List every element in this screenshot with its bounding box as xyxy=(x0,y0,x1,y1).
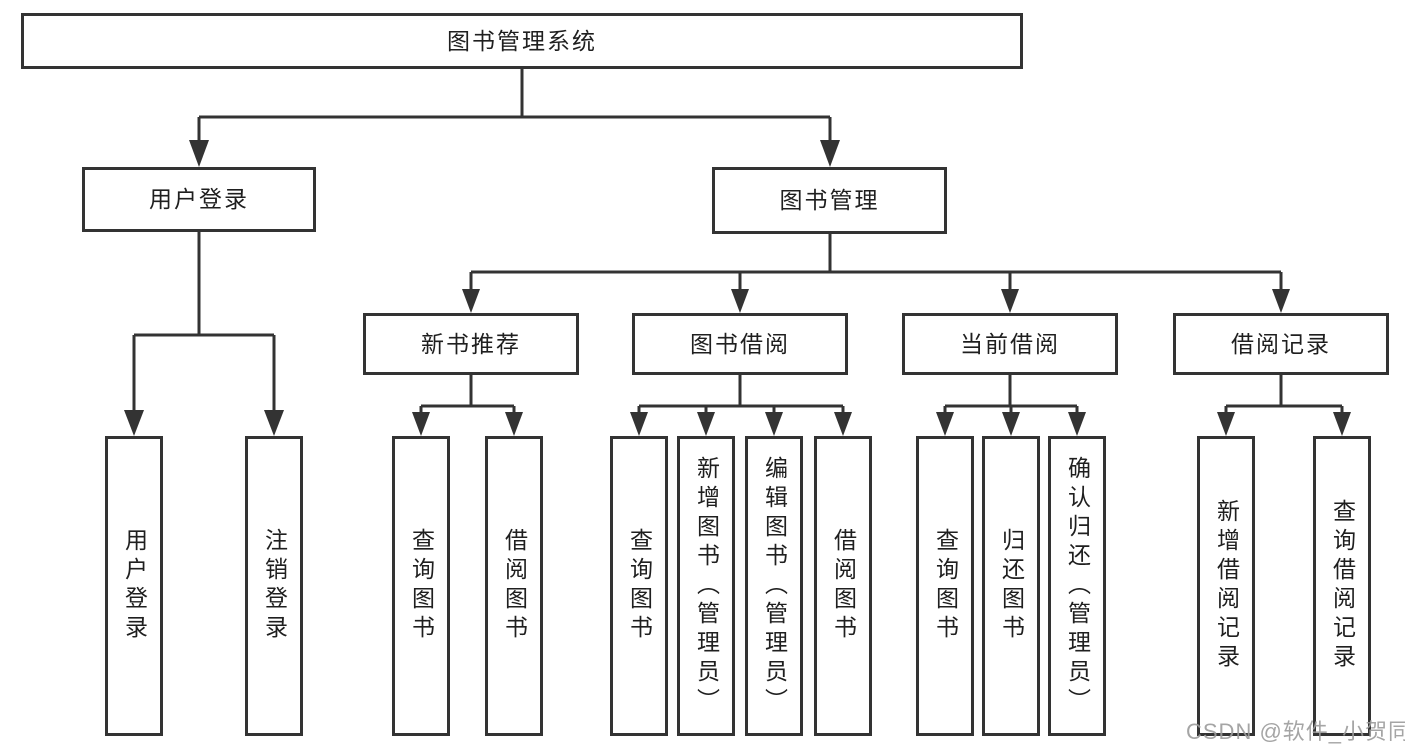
arrowhead xyxy=(189,140,209,167)
node-rec-query-books: 查询图书 xyxy=(392,436,450,736)
node-user-login: 用户登录 xyxy=(105,436,163,736)
node-new-book-recommendation: 新书推荐 xyxy=(363,313,579,375)
arrowhead xyxy=(124,410,144,436)
node-book-borrowing: 图书借阅 xyxy=(632,313,848,375)
connector-current-children xyxy=(943,375,1079,414)
connector-records-children xyxy=(1224,375,1344,414)
arrowhead xyxy=(1272,289,1290,313)
arrowhead xyxy=(505,412,523,436)
connector-login-children xyxy=(132,232,276,414)
node-borrowing-records: 借阅记录 xyxy=(1173,313,1389,375)
node-borrowing-edit-books-admin: 编辑图书（管理员） xyxy=(745,436,803,736)
node-current-return-books: 归还图书 xyxy=(982,436,1040,736)
node-borrowing-borrow-books: 借阅图书 xyxy=(814,436,872,736)
arrowhead xyxy=(731,289,749,313)
arrowhead xyxy=(697,412,715,436)
node-logout: 注销登录 xyxy=(245,436,303,736)
node-records-add-record: 新增借阅记录 xyxy=(1197,436,1255,736)
arrowhead xyxy=(834,412,852,436)
arrowhead xyxy=(820,140,840,167)
arrowhead xyxy=(412,412,430,436)
node-borrowing-query-books: 查询图书 xyxy=(610,436,668,736)
node-borrowing-add-books-admin: 新增图书（管理员） xyxy=(677,436,735,736)
connector-bookmgmt-children xyxy=(469,234,1283,291)
csdn-watermark: CSDN @软件_小贺同学 xyxy=(1186,719,1405,744)
node-system-root: 图书管理系统 xyxy=(21,13,1023,69)
node-book-management-group: 图书管理 xyxy=(712,167,947,234)
arrowhead xyxy=(1068,412,1086,436)
connector-borrowing-children xyxy=(637,375,845,414)
node-current-query-books: 查询图书 xyxy=(916,436,974,736)
node-rec-borrow-books: 借阅图书 xyxy=(485,436,543,736)
arrowhead xyxy=(1001,289,1019,313)
arrowhead xyxy=(1333,412,1351,436)
arrowhead xyxy=(936,412,954,436)
arrowhead xyxy=(765,412,783,436)
arrowhead xyxy=(1217,412,1235,436)
connector-root-to-level2 xyxy=(197,69,832,144)
node-records-query-record: 查询借阅记录 xyxy=(1313,436,1371,736)
node-current-confirm-return-admin: 确认归还（管理员） xyxy=(1048,436,1106,736)
connector-rec-children xyxy=(419,375,516,414)
arrowhead xyxy=(630,412,648,436)
arrowhead xyxy=(462,289,480,313)
node-current-borrowing: 当前借阅 xyxy=(902,313,1118,375)
node-user-login-group: 用户登录 xyxy=(82,167,316,232)
arrowhead xyxy=(264,410,284,436)
arrowhead xyxy=(1002,412,1020,436)
